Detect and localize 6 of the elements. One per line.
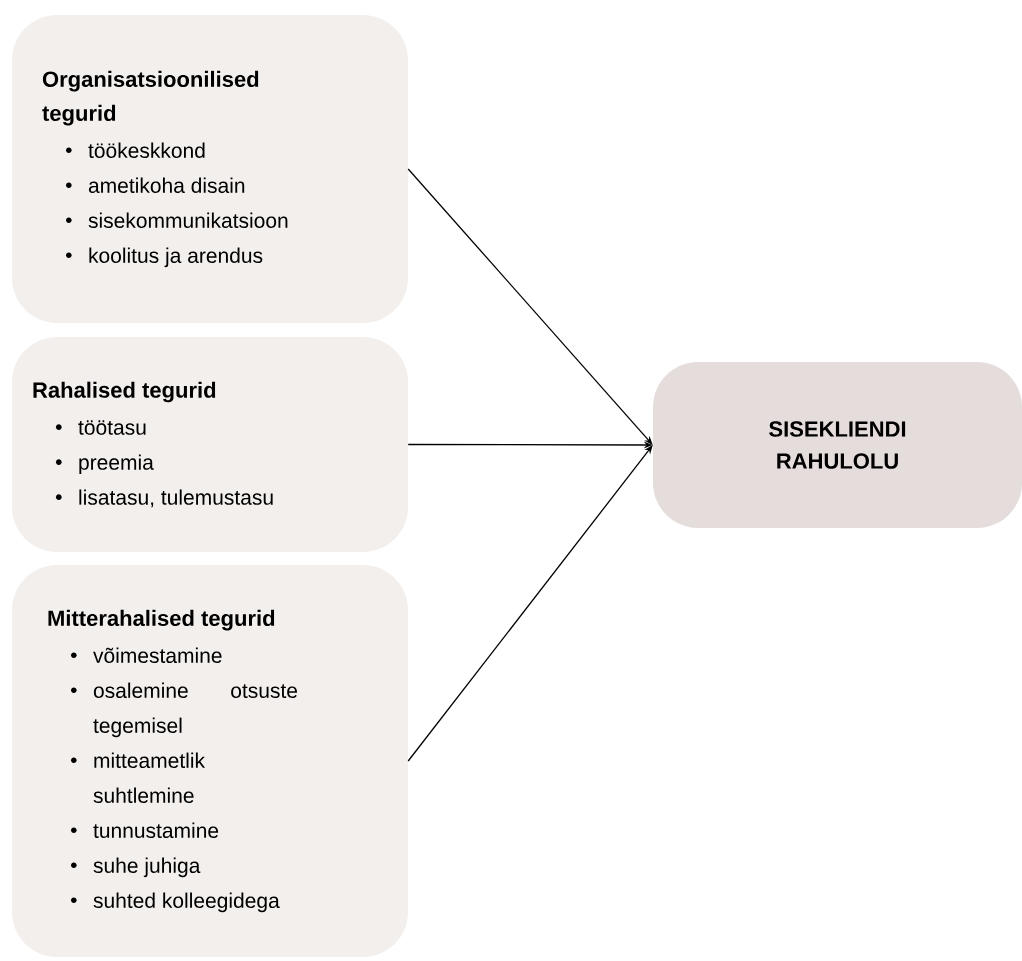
result-box: SISEKLIENDI RAHULOLU: [653, 362, 1022, 528]
arrow: [407, 168, 653, 445]
factor-box: Organisatsioonilised tegurid töökeskkond ametikoha disain sisekommunikatsioon koolitus ja arendus: [12, 15, 408, 323]
arrow: [407, 445, 653, 762]
factor-box: Rahalised tegurid töötasu preemia lisatasu, tulemustasu: [12, 337, 408, 552]
factor-box: Mitterahalised tegurid võimestamine osalemine otsuste tegemisel mitteametlik suhtlemine tunnustamine suhe juhiga suhted kolleegidega: [12, 565, 408, 957]
